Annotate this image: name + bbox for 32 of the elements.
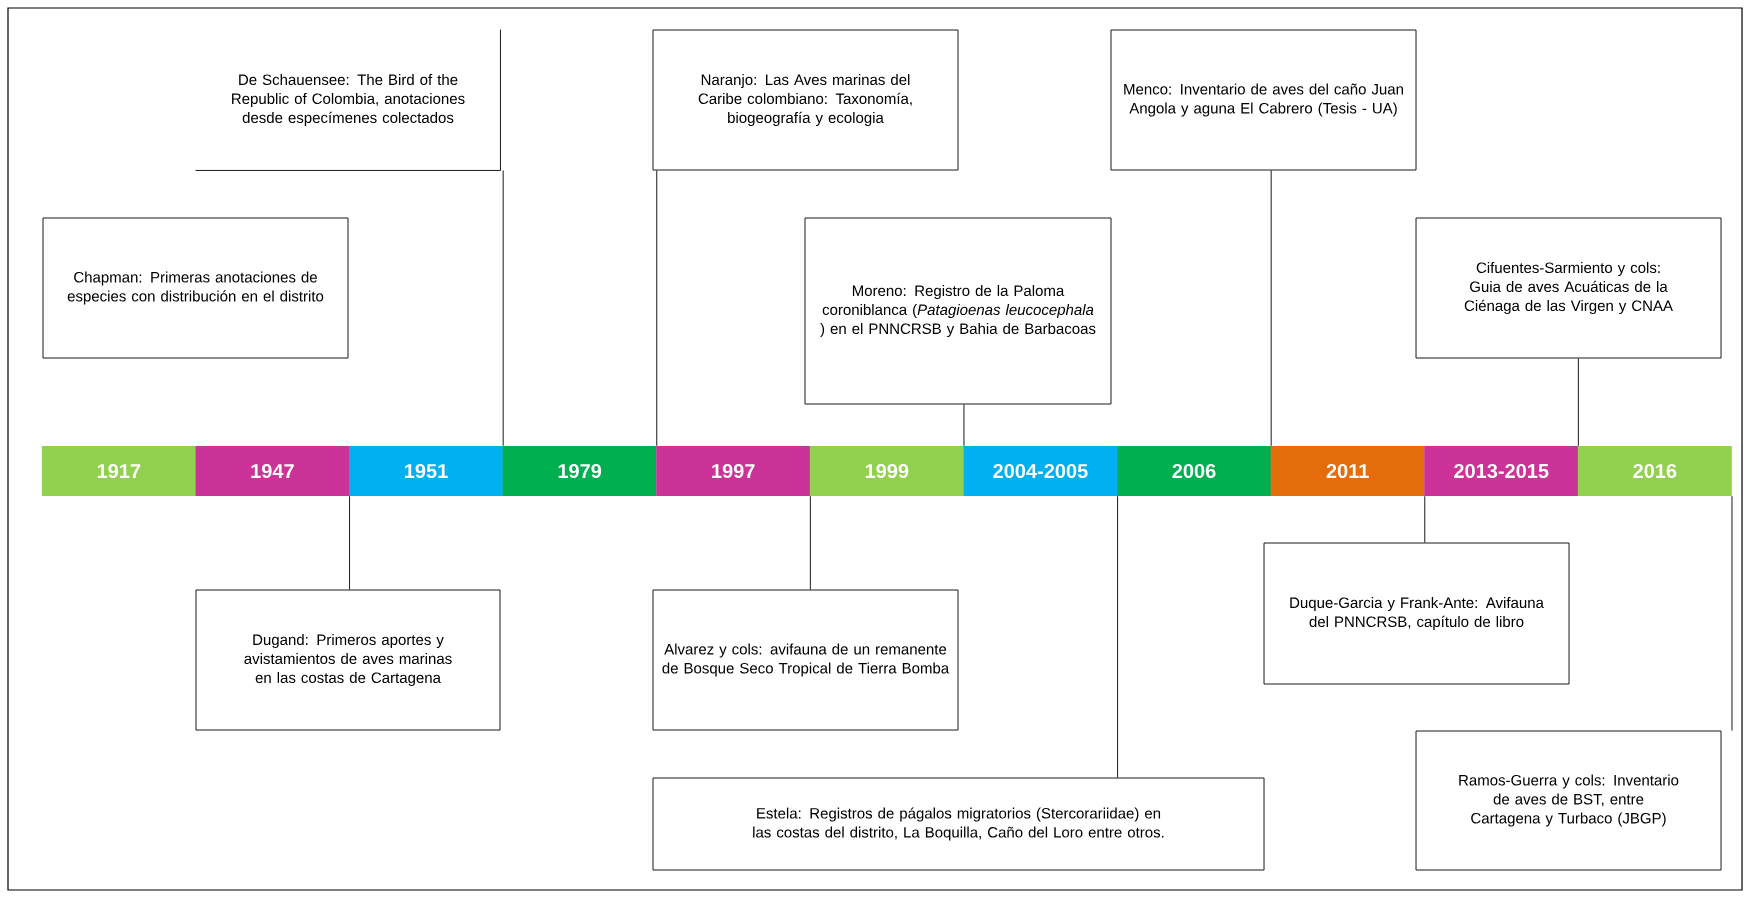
event-box: Duque-Garcia y Frank-Ante: Avifauna del PNNCRSB, capítulo de libro: [1263, 542, 1570, 685]
connector-line: [1424, 495, 1426, 543]
event-box: Estela: Registros de págalos migratorios (Stercorariidae) en las costas del distrito, La Boquilla, Caño del Loro entre otros.: [652, 777, 1265, 871]
event-box: Ramos-Guerra y cols: Inventario de aves de BST, entre Cartagena y Turbaco (JBGP): [1415, 730, 1722, 871]
event-box: Chapman: Primeras anotaciones de especies con distribución en el distrito: [42, 217, 349, 359]
year-segment: 2004-2005: [963, 446, 1118, 496]
connector-line: [502, 170, 504, 447]
year-segment: 1979: [502, 446, 657, 496]
connector-line: [656, 170, 658, 447]
year-segment: 1917: [41, 446, 196, 496]
year-segment: 1951: [349, 446, 503, 496]
event-box: Moreno: Registro de la Paloma coroniblanca (Patagioenas leucocephala ) en el PNNCRSB y Bahia de Barbacoas: [804, 217, 1112, 405]
year-segment: 2016: [1577, 446, 1732, 496]
year-segment: 2006: [1117, 446, 1271, 496]
year-segment: 2013-2015: [1424, 446, 1579, 496]
event-box: Naranjo: Las Aves marinas del Caribe colombiano: Taxonomía, biogeografía y ecologia: [652, 29, 959, 171]
event-box: Cifuentes-Sarmiento y cols: Guia de aves Acuáticas de la Ciénaga de las Virgen y CNAA: [1415, 217, 1722, 359]
connector-line: [1117, 495, 1118, 778]
connector-line: [963, 404, 965, 447]
connector-line: [1270, 170, 1272, 447]
connector-line: [349, 495, 350, 590]
event-box: Alvarez y cols: avifauna de un remanente de Bosque Seco Tropical de Tierra Bomba: [652, 589, 959, 731]
year-segment: 2011: [1270, 446, 1425, 496]
year-segment: 1999: [809, 446, 964, 496]
year-segment: 1997: [656, 446, 811, 496]
event-box: De Schauensee: The Bird of the Republic of Colombia, anotaciones desde especímenes colectados: [195, 29, 501, 171]
year-segment: 1947: [195, 446, 350, 496]
connector-line: [1731, 495, 1733, 731]
connector-line: [1577, 358, 1579, 447]
event-box: Dugand: Primeros aportes y avistamientos de aves marinas en las costas de Cartagena: [195, 589, 501, 731]
event-box: Menco: Inventario de aves del caño Juan Angola y aguna El Cabrero (Tesis - UA): [1110, 29, 1417, 171]
connector-line: [809, 495, 811, 590]
